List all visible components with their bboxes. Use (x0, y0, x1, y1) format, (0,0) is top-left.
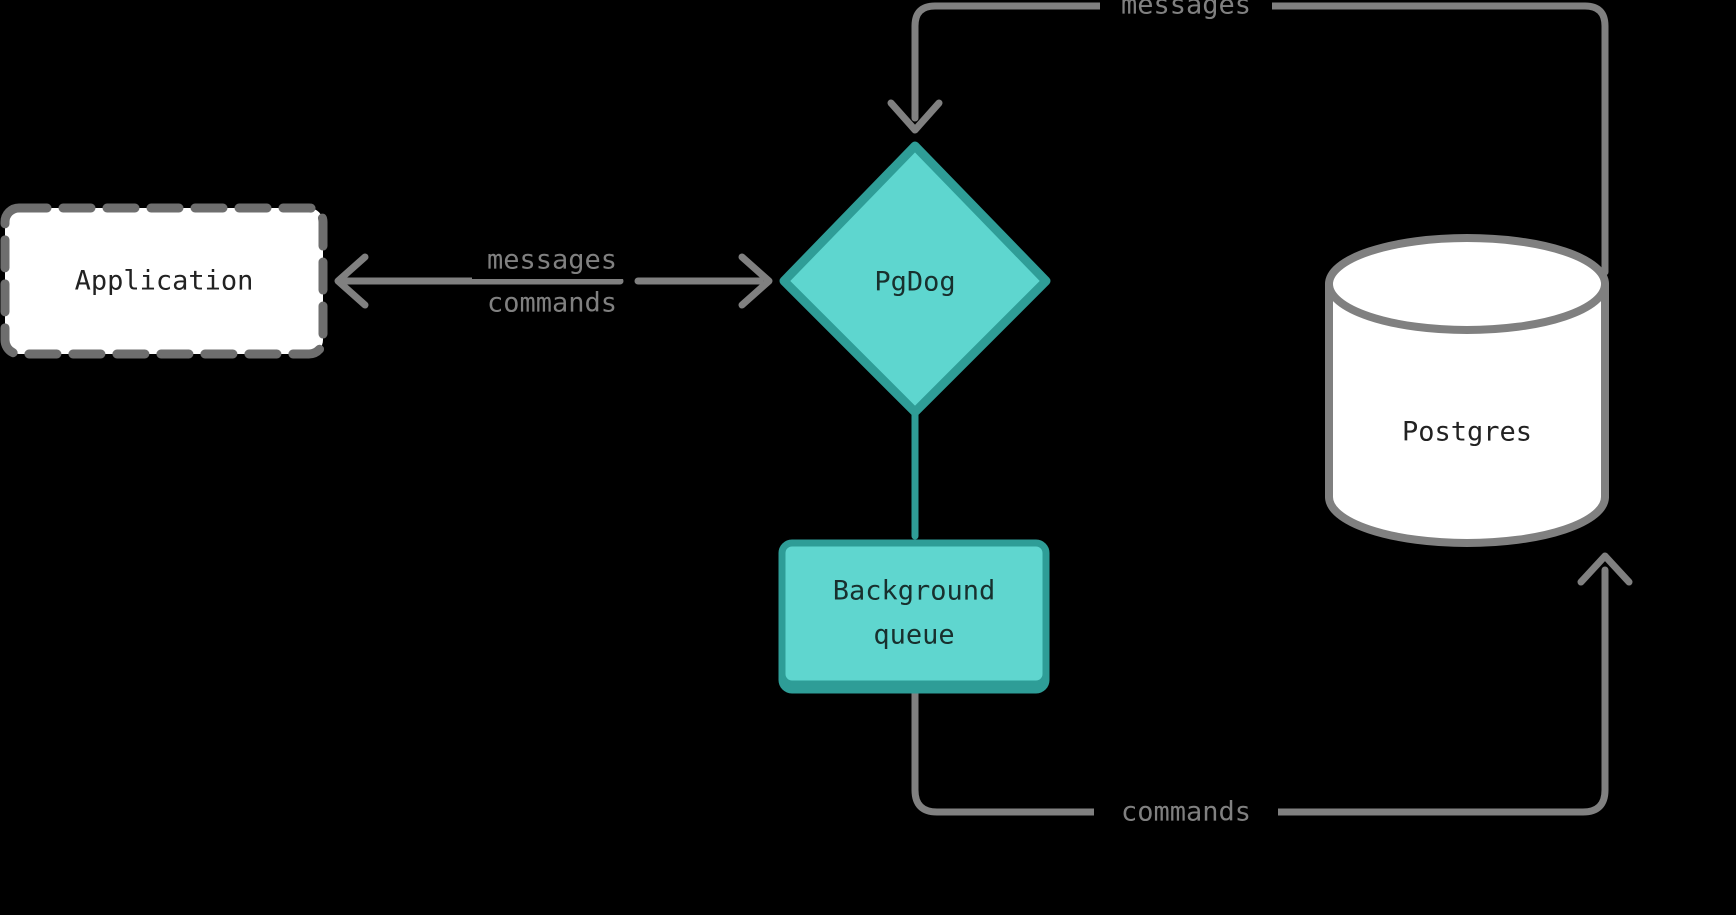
edge-label-app-messages: messages (487, 245, 617, 276)
postgres-label: Postgres (1402, 417, 1532, 448)
postgres-top-ellipse (1325, 234, 1609, 334)
node-application[interactable]: Application (0, 203, 328, 359)
arrow-head-right-pgdog (738, 253, 773, 309)
edge-postgres-to-pgdog-line (911, 2, 1609, 276)
node-background-queue[interactable]: Background queue (778, 539, 1050, 688)
edge-label-app-commands: commands (487, 288, 617, 319)
background-queue-box[interactable] (778, 539, 1050, 688)
label-backdrop-messages-top (1100, 0, 1272, 22)
arrow-head-down-pgdog (887, 99, 943, 134)
arrow-head-left-application (334, 253, 369, 309)
postgres-body-fill (1329, 284, 1605, 543)
edge-label-group: messages commands messages commands (472, 0, 1278, 831)
node-pgdog[interactable]: PgDog (779, 141, 1051, 417)
label-backdrop-commands-bottom (1094, 795, 1278, 831)
background-queue-label-line2: queue (873, 620, 954, 651)
label-backdrop-messages-mid (472, 243, 632, 279)
node-postgres[interactable]: Postgres (1325, 234, 1609, 547)
background-queue-label-line1: Background (833, 576, 996, 607)
arrow-head-up-postgres (1577, 552, 1633, 586)
label-backdrop-commands-mid (472, 286, 632, 322)
pgdog-label: PgDog (874, 267, 955, 298)
application-box[interactable] (0, 203, 328, 359)
edge-label-postgres-messages: messages (1121, 0, 1251, 21)
edge-label-queue-commands: commands (1121, 797, 1251, 828)
postgres-bottom-arc (1325, 493, 1609, 547)
pgdog-diamond[interactable] (779, 141, 1051, 417)
edge-application-to-pgdog (334, 253, 773, 309)
application-label: Application (75, 266, 254, 297)
